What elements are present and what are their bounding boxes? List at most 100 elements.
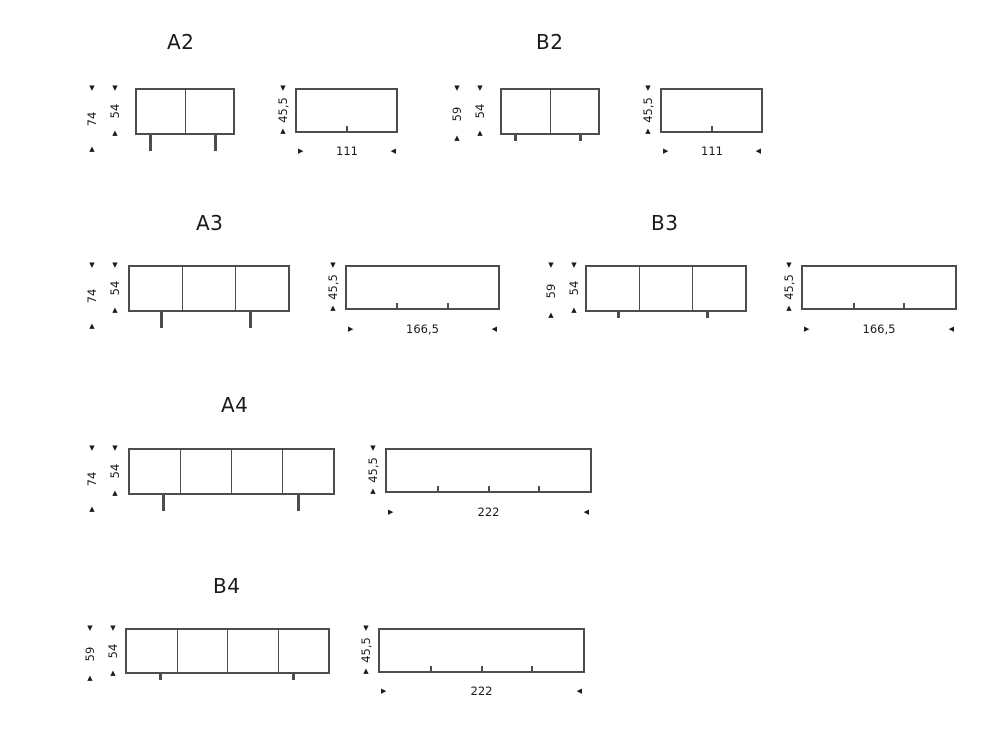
door-seam-tick bbox=[396, 303, 399, 308]
depth-value: 45,5 bbox=[641, 97, 655, 123]
cabinet-top-view bbox=[345, 265, 500, 310]
cabinet-door bbox=[178, 630, 228, 672]
dim-arrow-up-icon: ▲ bbox=[87, 674, 93, 682]
door-seam-tick bbox=[429, 666, 432, 671]
door-seam-tick bbox=[345, 126, 348, 131]
body-height-value: 54 bbox=[567, 280, 581, 296]
total-height-value: 74 bbox=[85, 471, 99, 487]
door-seam-tick bbox=[480, 666, 483, 671]
depth-dimension: ▼ 45,5 ▲ bbox=[782, 262, 796, 312]
cabinet-door bbox=[502, 90, 551, 133]
dim-arrow-down-icon: ▼ bbox=[363, 624, 369, 632]
width-value: 111 bbox=[336, 144, 358, 158]
dim-arrow-down-icon: ▼ bbox=[786, 261, 792, 269]
total-height-dimension: ▼ 74 ▲ bbox=[85, 85, 99, 153]
dim-arrow-down-icon: ▼ bbox=[477, 84, 483, 92]
cabinet-door bbox=[130, 267, 183, 310]
width-dimension: ▶ 111 ◀ bbox=[663, 144, 761, 158]
variant-title: B3 bbox=[651, 211, 679, 235]
dim-arrow-left-icon: ◀ bbox=[390, 146, 396, 155]
cabinet-leg bbox=[149, 134, 152, 151]
dim-arrow-down-icon: ▼ bbox=[112, 261, 118, 269]
door-seam-tick bbox=[436, 486, 439, 491]
dim-arrow-left-icon: ◀ bbox=[755, 146, 761, 155]
dim-arrow-up-icon: ▲ bbox=[363, 667, 369, 675]
total-height-dimension: ▼ 59 ▲ bbox=[450, 85, 464, 142]
cabinet-door bbox=[551, 90, 599, 133]
dim-arrow-down-icon: ▼ bbox=[280, 84, 286, 92]
dim-arrow-right-icon: ▶ bbox=[388, 507, 394, 516]
dim-arrow-up-icon: ▲ bbox=[112, 129, 118, 137]
body-height-dimension: ▼ 54 ▲ bbox=[473, 85, 487, 137]
door-seam-tick bbox=[487, 486, 490, 491]
dim-arrow-down-icon: ▼ bbox=[89, 84, 95, 92]
width-dimension: ▶ 222 ◀ bbox=[388, 505, 589, 519]
dim-arrow-up-icon: ▲ bbox=[89, 322, 95, 330]
body-height-value: 54 bbox=[108, 463, 122, 479]
variant-title: A3 bbox=[196, 211, 224, 235]
dim-arrow-up-icon: ▲ bbox=[112, 306, 118, 314]
door-seam-tick bbox=[531, 666, 534, 671]
cabinet-foot bbox=[579, 134, 582, 141]
dim-arrow-up-icon: ▲ bbox=[112, 489, 118, 497]
dim-arrow-right-icon: ▶ bbox=[348, 324, 354, 333]
dim-arrow-up-icon: ▲ bbox=[571, 306, 577, 314]
dim-arrow-down-icon: ▼ bbox=[112, 444, 118, 452]
cabinet-foot bbox=[159, 673, 162, 680]
dim-arrow-down-icon: ▼ bbox=[87, 624, 93, 632]
width-dimension: ▶ 111 ◀ bbox=[298, 144, 396, 158]
cabinet-leg bbox=[297, 494, 300, 511]
dim-arrow-down-icon: ▼ bbox=[571, 261, 577, 269]
depth-dimension: ▼ 45,5 ▲ bbox=[366, 445, 380, 495]
dim-arrow-down-icon: ▼ bbox=[370, 444, 376, 452]
cabinet-top-view bbox=[385, 448, 592, 493]
cabinet-door bbox=[130, 450, 181, 493]
cabinet-leg bbox=[160, 311, 163, 328]
body-height-value: 54 bbox=[108, 103, 122, 119]
depth-dimension: ▼ 45,5 ▲ bbox=[326, 262, 340, 312]
dim-arrow-right-icon: ▶ bbox=[381, 686, 387, 695]
dim-arrow-left-icon: ◀ bbox=[491, 324, 497, 333]
depth-value: 45,5 bbox=[276, 97, 290, 123]
cabinet-foot bbox=[514, 134, 517, 141]
cabinet-door bbox=[228, 630, 279, 672]
door-seam-tick bbox=[710, 126, 713, 131]
cabinet-front-view bbox=[135, 88, 235, 135]
cabinet-foot bbox=[617, 311, 620, 318]
dim-arrow-up-icon: ▲ bbox=[330, 304, 336, 312]
cabinet-leg bbox=[249, 311, 252, 328]
cabinet-door bbox=[283, 450, 333, 493]
dim-arrow-up-icon: ▲ bbox=[110, 669, 116, 677]
depth-value: 45,5 bbox=[359, 637, 373, 663]
cabinet-door bbox=[127, 630, 178, 672]
dim-arrow-left-icon: ◀ bbox=[948, 324, 954, 333]
door-seam-tick bbox=[538, 486, 541, 491]
dim-arrow-down-icon: ▼ bbox=[89, 444, 95, 452]
total-height-dimension: ▼ 74 ▲ bbox=[85, 262, 99, 330]
dim-arrow-up-icon: ▲ bbox=[454, 134, 460, 142]
depth-dimension: ▼ 45,5 ▲ bbox=[276, 85, 290, 135]
total-height-dimension: ▼ 59 ▲ bbox=[83, 625, 97, 682]
dim-arrow-down-icon: ▼ bbox=[89, 261, 95, 269]
dim-arrow-down-icon: ▼ bbox=[645, 84, 651, 92]
width-dimension: ▶ 166,5 ◀ bbox=[804, 322, 954, 336]
dim-arrow-right-icon: ▶ bbox=[298, 146, 304, 155]
variant-title: A2 bbox=[167, 30, 195, 54]
width-value: 111 bbox=[701, 144, 723, 158]
total-height-dimension: ▼ 59 ▲ bbox=[544, 262, 558, 319]
cabinet-door bbox=[640, 267, 693, 310]
dim-arrow-right-icon: ▶ bbox=[663, 146, 669, 155]
cabinet-front-view bbox=[585, 265, 747, 312]
dim-arrow-down-icon: ▼ bbox=[110, 624, 116, 632]
cabinet-front-view bbox=[128, 265, 290, 312]
total-height-value: 59 bbox=[450, 106, 464, 121]
variant-title: A4 bbox=[221, 393, 249, 417]
body-height-dimension: ▼ 54 ▲ bbox=[108, 85, 122, 137]
body-height-dimension: ▼ 54 ▲ bbox=[108, 262, 122, 314]
body-height-value: 54 bbox=[106, 643, 120, 659]
cabinet-door bbox=[693, 267, 745, 310]
body-height-dimension: ▼ 54 ▲ bbox=[567, 262, 581, 314]
depth-dimension: ▼ 45,5 ▲ bbox=[359, 625, 373, 675]
depth-value: 45,5 bbox=[326, 274, 340, 300]
